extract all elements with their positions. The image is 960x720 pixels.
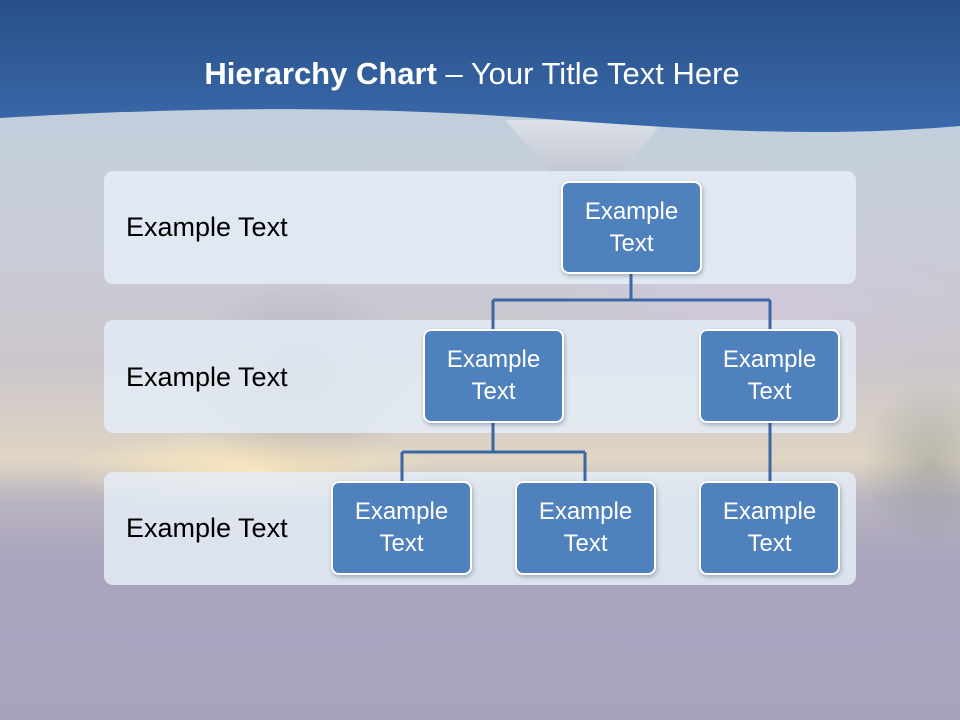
connector-top-to-level2 bbox=[491, 273, 772, 330]
page-title: Hierarchy Chart – Your Title Text Here bbox=[0, 52, 944, 96]
connector-left-to-level3 bbox=[400, 423, 587, 482]
node-level3-left: Example Text bbox=[331, 481, 472, 575]
row-label-level-3: Example Text bbox=[126, 513, 288, 543]
node-level2-left: Example Text bbox=[423, 329, 564, 423]
row-label-level-2: Example Text bbox=[126, 362, 288, 392]
title-rest: – Your Title Text Here bbox=[436, 56, 740, 91]
node-top: Example Text bbox=[561, 181, 702, 274]
row-band-level-1 bbox=[104, 171, 856, 284]
header-band bbox=[0, 0, 960, 133]
background-tree-right bbox=[860, 380, 960, 550]
node-level3-right: Example Text bbox=[699, 481, 840, 575]
node-level3-middle: Example Text bbox=[515, 481, 656, 575]
title-bold: Hierarchy Chart bbox=[204, 56, 437, 91]
row-label-level-1: Example Text bbox=[126, 212, 288, 242]
node-level2-right: Example Text bbox=[699, 329, 840, 423]
